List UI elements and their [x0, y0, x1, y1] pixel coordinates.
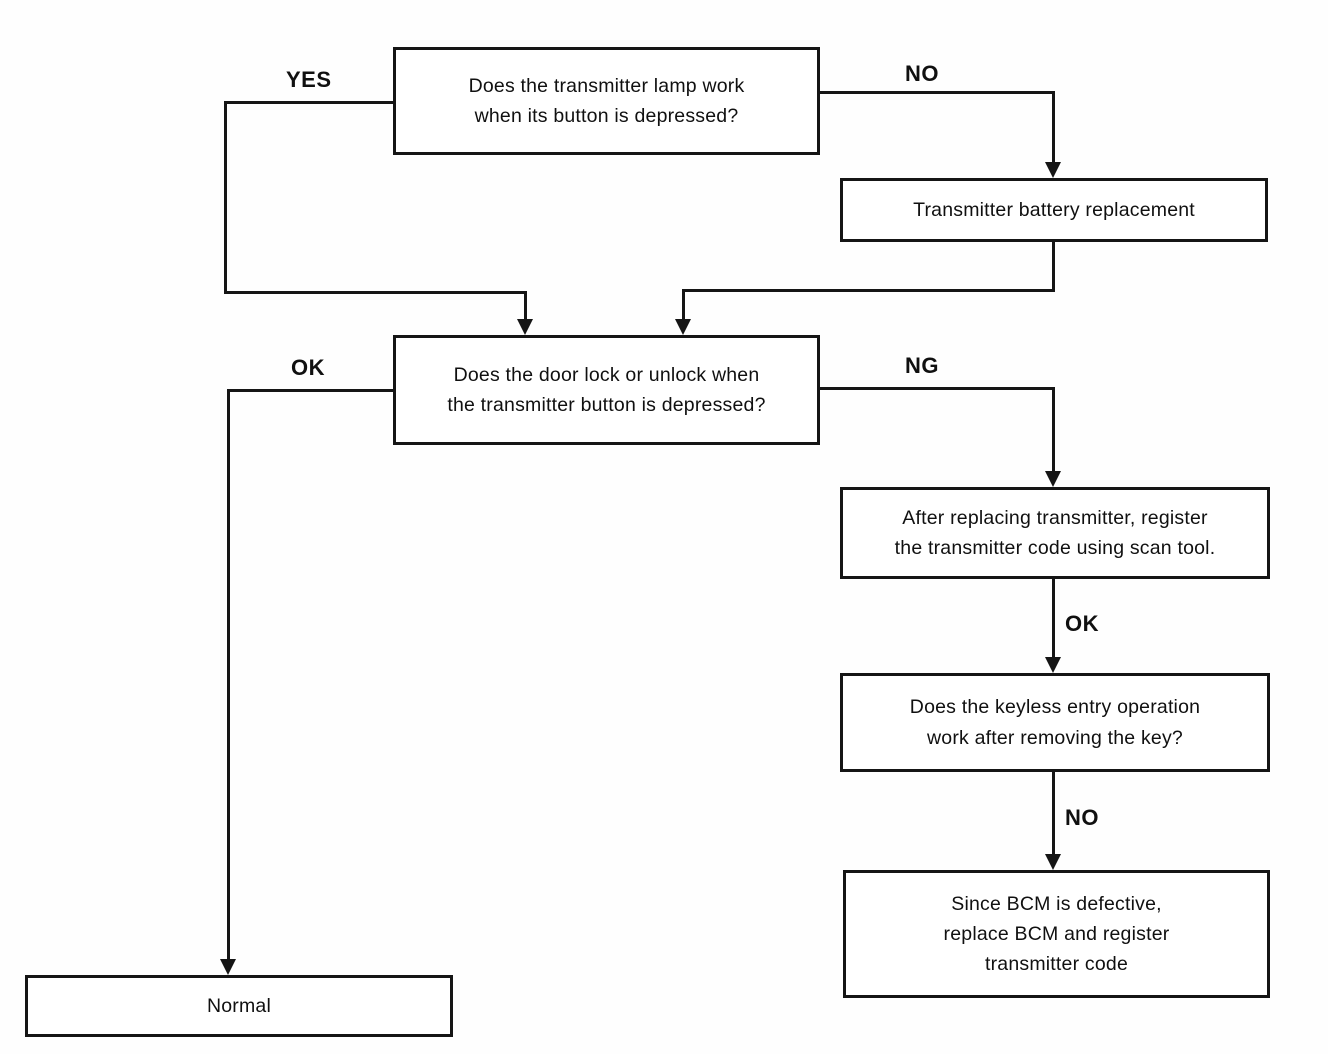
- node-door-lock-question: Does the door lock or unlock when the tr…: [393, 335, 820, 445]
- edge-yes-horizontal-line-2: [224, 291, 527, 294]
- node-normal: Normal: [25, 975, 453, 1037]
- arrowhead-down-icon: [1045, 657, 1061, 673]
- arrowhead-down-icon: [1045, 854, 1061, 870]
- edge-yes-horizontal-line: [224, 101, 393, 104]
- edge-label-no: NO: [1065, 805, 1099, 830]
- edge-label-no: NO: [905, 61, 939, 86]
- edge-label-yes: YES: [286, 67, 332, 92]
- node-text: After replacing transmitter, register th…: [894, 506, 1216, 559]
- edge-yes-arrow-stem: [524, 291, 527, 321]
- arrowhead-down-icon: [1045, 471, 1061, 487]
- node-battery-replacement: Transmitter battery replacement: [840, 178, 1268, 242]
- edge-label-ok: OK: [291, 355, 325, 380]
- node-text: Does the keyless entry operation work af…: [909, 696, 1201, 749]
- arrowhead-down-icon: [517, 319, 533, 335]
- node-text: Does the transmitter lamp work when its …: [468, 74, 745, 127]
- edge-battery-arrow-stem: [682, 289, 685, 321]
- node-text: Since BCM is defective, replace BCM and …: [943, 892, 1170, 976]
- edge-ok-vertical-line: [227, 389, 230, 961]
- edge-label-ng: NG: [905, 353, 939, 378]
- edge-no-arrow-stem: [1052, 91, 1055, 164]
- arrowhead-down-icon: [675, 319, 691, 335]
- node-replace-bcm: Since BCM is defective, replace BCM and …: [843, 870, 1270, 998]
- node-text: Transmitter battery replacement: [913, 198, 1195, 221]
- node-text: Does the door lock or unlock when the tr…: [447, 363, 766, 416]
- edge-no-horizontal-line: [820, 91, 1055, 94]
- edge-ng-arrow-stem: [1052, 387, 1055, 473]
- edge-battery-horizontal-line: [682, 289, 1055, 292]
- edge-register-ok-arrow-stem: [1052, 579, 1055, 659]
- node-transmitter-lamp-question: Does the transmitter lamp work when its …: [393, 47, 820, 155]
- edge-ng-horizontal-line: [820, 387, 1055, 390]
- arrowhead-down-icon: [1045, 162, 1061, 178]
- node-keyless-entry-question: Does the keyless entry operation work af…: [840, 673, 1270, 772]
- edge-label-ok: OK: [1065, 611, 1099, 636]
- edge-ok-horizontal-line: [227, 389, 393, 392]
- edge-keyless-no-arrow-stem: [1052, 772, 1055, 856]
- node-text: Normal: [206, 994, 272, 1017]
- node-register-transmitter-code: After replacing transmitter, register th…: [840, 487, 1270, 579]
- edge-battery-vertical-line: [1052, 242, 1055, 292]
- edge-yes-vertical-line: [224, 101, 227, 294]
- arrowhead-down-icon: [220, 959, 236, 975]
